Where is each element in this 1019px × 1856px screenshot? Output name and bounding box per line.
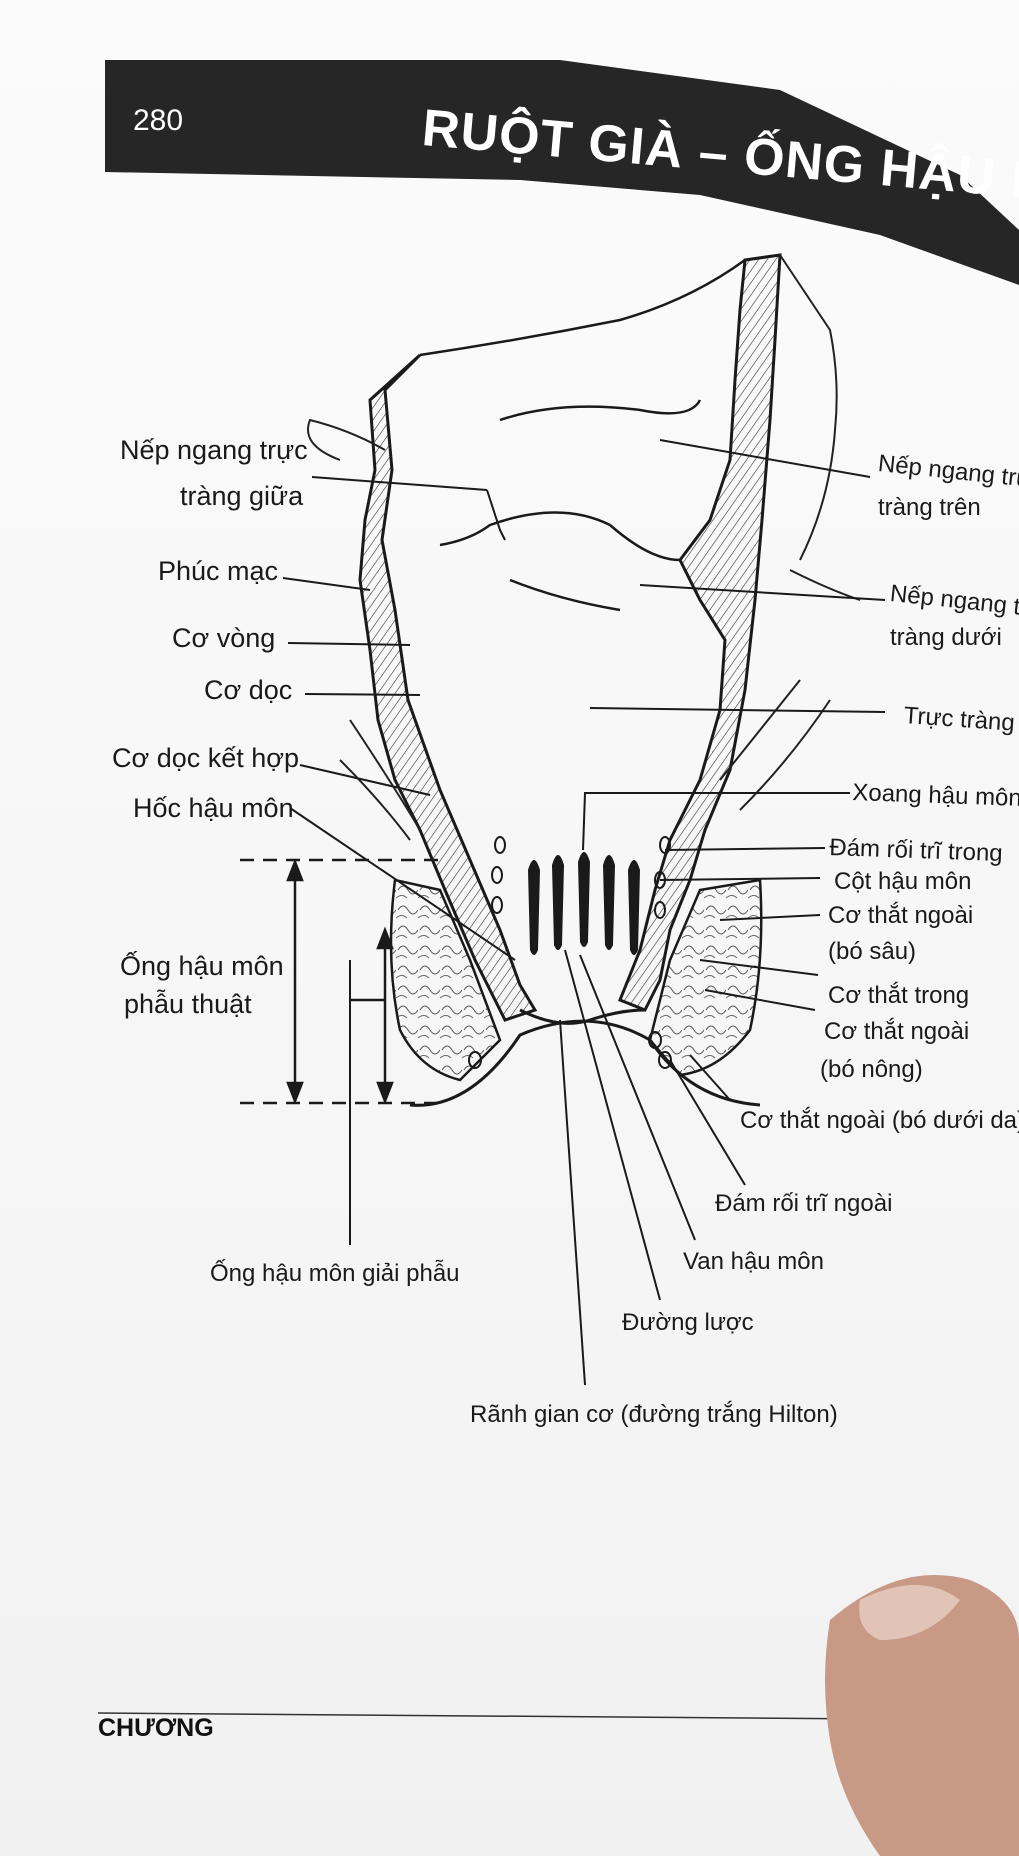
label-circular-muscle: Cơ vòng — [172, 623, 276, 653]
external-sphincter-left — [389, 878, 502, 1082]
skin-line — [409, 1019, 761, 1107]
label-surgical-anal-canal-line2: phẫu thuật — [124, 989, 252, 1019]
label-anal-crypt: Hốc hậu môn — [133, 793, 294, 823]
dimension-markers — [240, 858, 440, 1105]
label-anal-valve: Van hậu môn — [683, 1248, 824, 1275]
hemorrhoid-plexus — [468, 836, 672, 1069]
label-intersphincteric-groove: Rãnh gian cơ (đường trắng Hilton) — [470, 1401, 838, 1428]
label-external-sphincter-deep-line1: Cơ thắt ngoài — [828, 902, 974, 929]
anal-columns — [528, 852, 640, 955]
rectal-lumen — [419, 258, 746, 612]
label-conjoined-longitudinal-muscle: Cơ dọc kết hợp — [112, 743, 299, 773]
label-superior-transverse-fold-line2: tràng trên — [878, 494, 981, 521]
footer-chapter-label: CHƯƠNG — [98, 1714, 214, 1742]
label-external-sphincter-superficial-line2: (bó nông) — [820, 1056, 923, 1083]
page-number: 280 — [133, 104, 184, 137]
label-external-hemorrhoidal-plexus: Đám rối trĩ ngoài — [715, 1190, 893, 1217]
label-pectinate-line: Đường lược — [622, 1309, 754, 1336]
label-anal-column: Cột hậu môn — [834, 868, 972, 895]
label-longitudinal-muscle: Cơ dọc — [204, 675, 293, 705]
label-external-sphincter-superficial-line1: Cơ thắt ngoài — [824, 1018, 970, 1045]
levator-ani-lines — [339, 679, 831, 841]
label-peritoneum: Phúc mạc — [158, 556, 279, 586]
label-external-sphincter-deep-line2: (bó sâu) — [828, 938, 917, 965]
label-middle-transverse-fold-line2: tràng giữa — [180, 481, 304, 511]
label-external-sphincter-subcutaneous: Cơ thắt ngoài (bó dưới da) — [740, 1107, 1019, 1134]
label-middle-transverse-fold-line1: Nếp ngang trực — [120, 435, 308, 465]
rectal-wall-left — [358, 353, 538, 1022]
leader-lines — [282, 439, 886, 1386]
label-anatomical-anal-canal: Ống hậu môn giải phẫu — [210, 1260, 460, 1287]
label-internal-sphincter: Cơ thắt trong — [828, 982, 970, 1009]
label-inferior-transverse-fold-line2: tràng dưới — [890, 624, 1002, 651]
label-surgical-anal-canal-line1: Ống hậu môn — [120, 951, 284, 981]
rectal-wall-right — [618, 253, 782, 1012]
